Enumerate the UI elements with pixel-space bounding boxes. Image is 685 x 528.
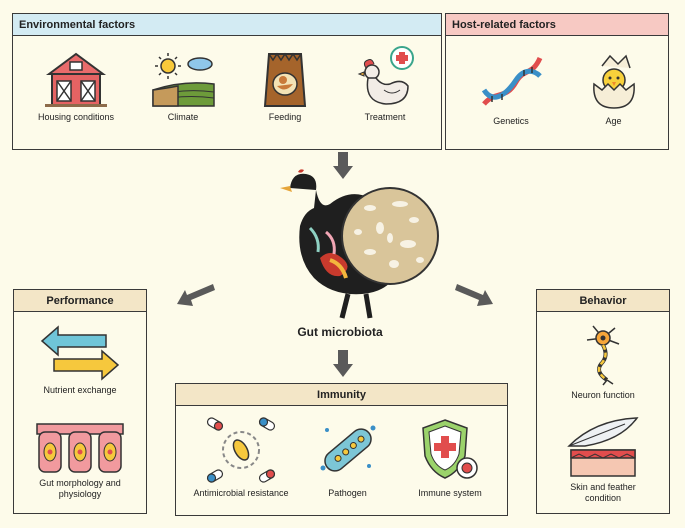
nutrient-exchange-label: Nutrient exchange <box>43 385 117 395</box>
environmental-factors-panel: Environmental factors Housing conditions <box>12 13 442 150</box>
down-arrow-to-immunity-icon <box>333 350 353 377</box>
behavior-title: Behavior <box>537 290 669 312</box>
immunity-title: Immunity <box>176 384 507 406</box>
barn-icon <box>45 52 107 107</box>
pathogen-item: Pathogen <box>300 414 395 499</box>
right-down-arrow-icon <box>455 284 493 306</box>
housing-conditions-item: Housing conditions <box>21 50 131 123</box>
neuron-function-label: Neuron function <box>571 390 635 400</box>
antimicrobial-resistance-item: Antimicrobial resistance <box>182 414 300 499</box>
feeding-label: Feeding <box>268 112 302 122</box>
behavior-panel: Behavior Neuron function Skin and feathe… <box>536 289 670 514</box>
age-label: Age <box>605 116 622 126</box>
dna-icon <box>481 56 543 106</box>
immunity-panel: Immunity Antimicrobial resistance Pathog… <box>175 383 508 516</box>
gut-morphology-label: Gut morphology and physiology <box>39 478 121 499</box>
shield-virus-icon <box>422 419 478 479</box>
down-arrow-icon <box>333 152 353 179</box>
climate-item: Climate <box>133 50 233 123</box>
performance-title: Performance <box>14 290 146 312</box>
antimicrobial-resistance-label: Antimicrobial resistance <box>193 488 289 498</box>
feather-skin-icon <box>567 417 639 477</box>
skin-feather-label: Skin and feather condition <box>570 482 636 503</box>
exchange-arrows-icon <box>40 325 120 381</box>
treatment-item: Treatment <box>335 44 435 123</box>
feeding-item: Feeding <box>235 50 335 123</box>
intestinal-villi-icon <box>36 423 124 473</box>
host-related-factors-panel: Host-related factors Genetics Age <box>445 13 669 150</box>
hatching-chick-icon <box>592 54 635 109</box>
feed-bag-icon <box>263 52 307 107</box>
immune-system-item: Immune system <box>396 414 504 499</box>
genetics-label: Genetics <box>493 116 529 126</box>
housing-conditions-label: Housing conditions <box>37 112 115 122</box>
left-down-arrow-icon <box>177 284 215 306</box>
neuron-function-item: Neuron function <box>537 322 669 401</box>
treatment-label: Treatment <box>364 112 406 122</box>
chicken-gut-microbiota-icon <box>280 169 439 319</box>
immune-system-label: Immune system <box>418 488 482 498</box>
climate-label: Climate <box>167 112 199 122</box>
bacterium-icon <box>320 425 375 472</box>
skin-feather-item: Skin and feather condition <box>537 416 669 504</box>
gut-microbiota-label: Gut microbiota <box>297 325 383 339</box>
sun-cloud-field-icon <box>152 53 215 107</box>
nutrient-exchange-item: Nutrient exchange <box>14 325 146 396</box>
treated-chicken-icon <box>357 46 414 105</box>
neuron-icon <box>586 325 620 386</box>
antibiotic-resistance-icon <box>206 417 276 483</box>
environmental-factors-title: Environmental factors <box>13 14 441 36</box>
host-related-factors-title: Host-related factors <box>446 14 668 36</box>
performance-panel: Performance Nutrient exchange Gut morpho… <box>13 289 147 514</box>
pathogen-label: Pathogen <box>328 488 367 498</box>
genetics-item: Genetics <box>456 50 566 127</box>
gut-morphology-item: Gut morphology and physiology <box>14 422 146 500</box>
age-item: Age <box>566 50 661 127</box>
